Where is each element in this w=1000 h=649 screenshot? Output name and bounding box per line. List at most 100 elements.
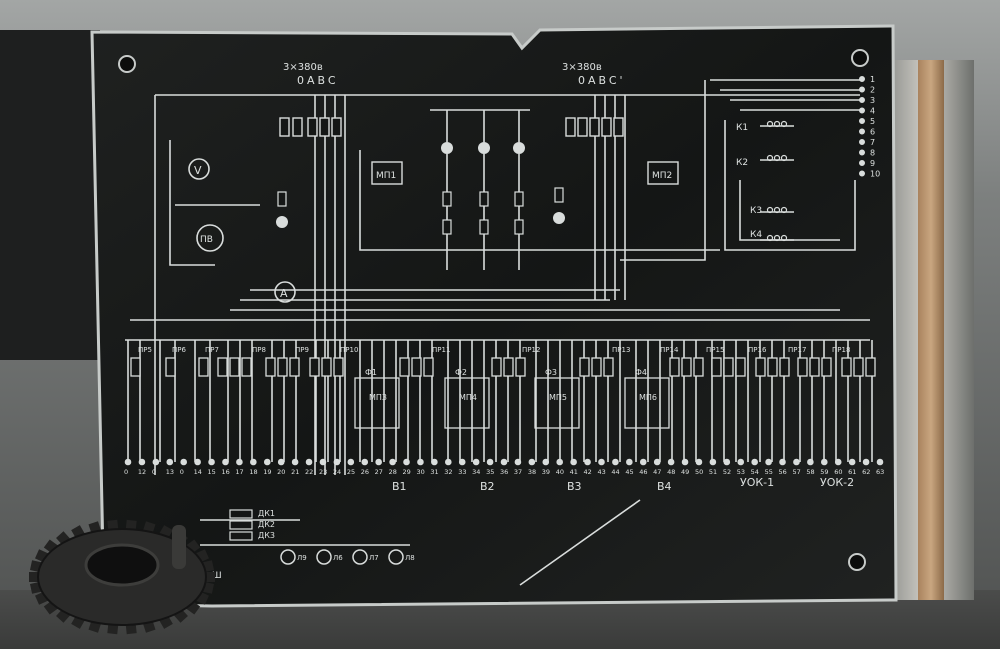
contact-dot	[766, 120, 774, 128]
terminal-dot	[486, 458, 494, 466]
terminal-dot	[361, 458, 369, 466]
gear-tooth	[125, 519, 137, 531]
limit-switch-dk2: ДК2	[258, 520, 275, 529]
fuse-row-label: ПР11	[432, 346, 450, 354]
wooden-strip	[918, 60, 944, 600]
lamp-icon	[513, 142, 525, 154]
terminal-number: 41	[570, 468, 578, 476]
phase-label: Ф2	[455, 368, 467, 377]
contactor-k2: К2	[736, 158, 748, 168]
resistor	[554, 187, 564, 203]
starter-box	[534, 377, 580, 429]
right-terminal-number: 3	[870, 96, 875, 105]
row-fuse	[853, 357, 864, 377]
terminal-dot	[500, 458, 508, 466]
fuse-row-label: ПР17	[788, 346, 806, 354]
terminal-number: 56	[779, 468, 787, 476]
terminal-dot	[152, 458, 160, 466]
terminal-number: 0	[180, 468, 184, 476]
terminal-number: 34	[472, 468, 480, 476]
row-fuse	[809, 357, 820, 377]
top-fuse	[292, 117, 303, 137]
starter-label: МП4	[459, 393, 477, 402]
row-fuse	[423, 357, 434, 377]
terminal-dot	[834, 458, 842, 466]
lamp-icon	[276, 216, 288, 228]
terminal-dot	[751, 458, 758, 466]
right-supply-phases: 0ABC'	[578, 74, 626, 87]
terminal-dot	[319, 458, 327, 466]
terminal-number: 16	[221, 468, 229, 476]
terminal-number: 17	[235, 468, 243, 476]
lamp-icon	[352, 549, 368, 565]
row-fuse	[767, 357, 778, 377]
terminal-dot	[858, 86, 865, 93]
terminal-number: 40	[556, 468, 564, 476]
top-fuse	[307, 117, 318, 137]
terminal-dot	[263, 458, 271, 466]
row-fuse	[265, 357, 276, 377]
fuse-row-label: ПР16	[748, 346, 767, 354]
terminal-dot	[793, 458, 800, 466]
terminal-number: 47	[653, 468, 661, 476]
terminal-number: 15	[208, 468, 216, 476]
terminal-number: 29	[403, 468, 411, 476]
terminal-dot	[375, 458, 382, 466]
terminal-number: 14	[194, 468, 202, 476]
row-fuse	[591, 357, 602, 377]
right-terminal-number: 5	[870, 117, 875, 126]
gear-tooth	[107, 623, 119, 635]
contact-dot	[773, 206, 781, 214]
resistor	[277, 191, 287, 207]
row-fuse	[165, 357, 176, 377]
group-label-b1: В1	[392, 480, 407, 493]
bus-line	[359, 150, 720, 251]
terminal-number: 42	[584, 468, 592, 476]
terminal-number: 55	[765, 468, 773, 476]
terminal-dot	[458, 458, 466, 466]
lamp-icon	[553, 212, 565, 224]
terminal-number: 38	[528, 468, 536, 476]
row-fuse	[217, 357, 228, 377]
contact-dot	[780, 120, 788, 128]
terminal-dot	[709, 458, 717, 466]
terminal-number: 27	[375, 468, 383, 476]
terminal-dot	[570, 458, 577, 466]
terminal-dot	[236, 458, 243, 466]
terminal-number: 59	[820, 468, 828, 476]
terminal-dot	[779, 458, 786, 466]
row-fuse	[579, 357, 590, 377]
ammeter-icon	[274, 281, 296, 303]
plug-label: Ш	[212, 571, 222, 581]
row-fuse	[841, 357, 852, 377]
mounting-hole	[118, 55, 136, 73]
terminal-number: 32	[444, 468, 452, 476]
terminal-number: 23	[319, 468, 327, 476]
terminal-number: 21	[291, 468, 299, 476]
top-fuse	[589, 117, 600, 137]
terminal-number: 18	[249, 468, 257, 476]
gear-object	[29, 519, 215, 635]
terminal-dot	[138, 458, 146, 466]
bus-line	[519, 499, 641, 586]
row-fuse	[399, 357, 410, 377]
row-fuse	[669, 357, 680, 377]
starter-box	[354, 377, 400, 429]
terminal-dot	[347, 458, 355, 466]
fuse-row-label: ПР6	[172, 346, 186, 354]
terminal-number: 58	[806, 468, 814, 476]
bottom-lamp-label: Л6	[333, 554, 343, 562]
terminal-dot	[858, 149, 865, 156]
starter-mp2	[647, 161, 679, 185]
contact-dot	[773, 120, 781, 128]
terminal-number: 51	[709, 468, 717, 476]
terminal-dot	[858, 107, 865, 114]
row-fuse	[491, 357, 502, 377]
terminal-dot	[858, 97, 865, 104]
terminal-number: 46	[639, 468, 647, 476]
terminal-number: 45	[625, 468, 633, 476]
row-fuse	[797, 357, 808, 377]
terminal-dot	[807, 458, 814, 466]
top-fuse	[319, 117, 330, 137]
